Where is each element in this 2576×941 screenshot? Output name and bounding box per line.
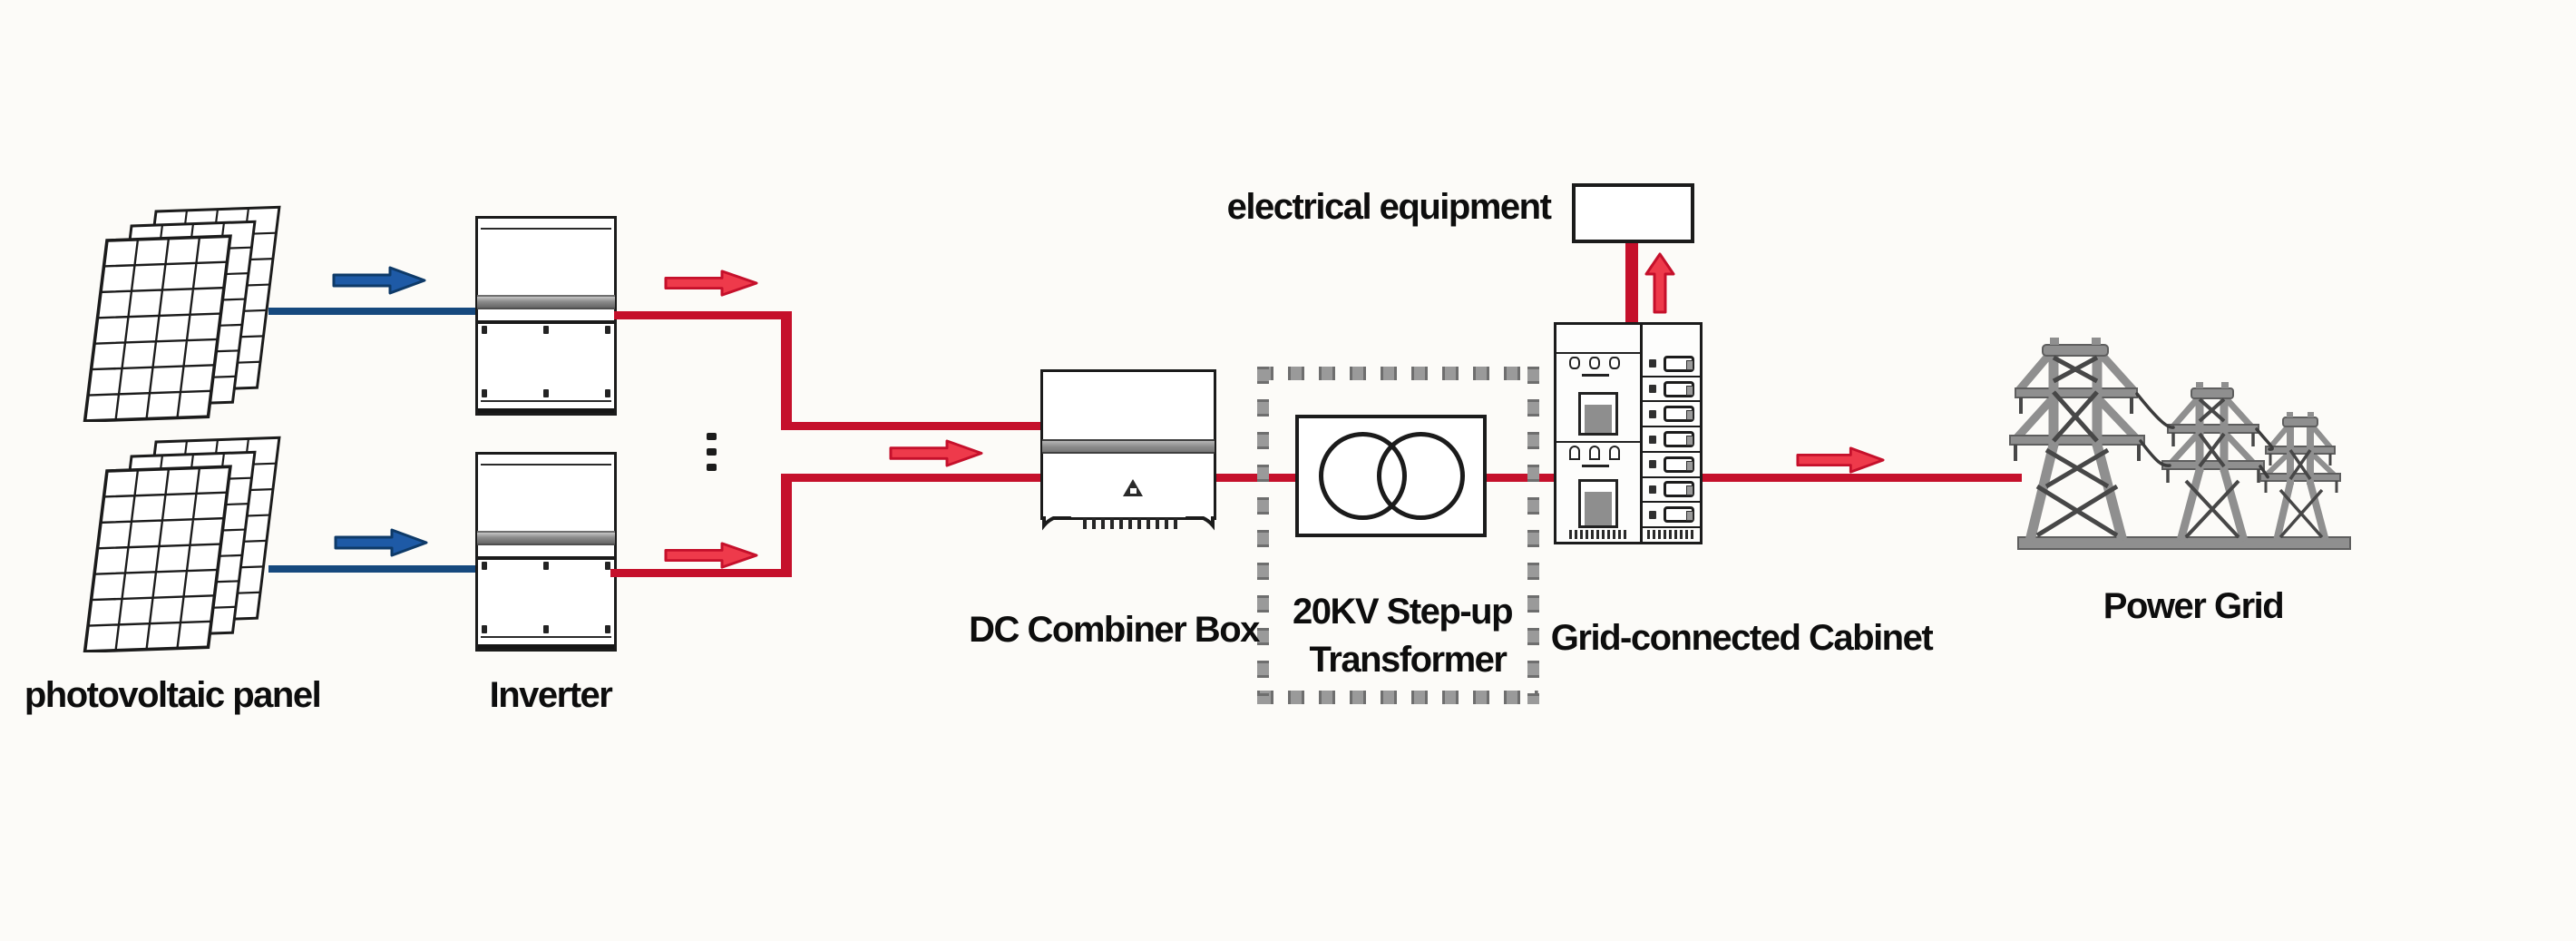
label-transformer-line2: Transformer [1309,640,1508,680]
tower-large [2009,338,2145,543]
ac-wire-red-inv2-h [610,569,786,577]
flow-arrow-red-icon-to-grid [1796,446,1885,474]
cabinet-module-2 [1578,479,1618,528]
combiner-foot-left [1040,516,1075,544]
transformer-enclosure-dash-left [1257,367,1269,704]
inverter-bottom-line [481,636,611,638]
dc-wire-blue-1 [268,308,475,315]
ac-wire-red-inv1-h [614,311,787,319]
grid-wires [2135,392,2274,479]
inverter-base [478,644,614,649]
ac-wire-red-inv2-v [781,474,792,577]
cabinet-breaker-row [1643,352,1700,377]
inverter-vent-band [477,295,615,309]
pv-array-icon-1 [83,205,281,422]
flow-arrow-red-icon-1 [664,270,758,297]
grid-cabinet-icon [1554,322,1703,544]
inverter-top-line [481,464,611,466]
cabinet-breaker-column [1643,352,1700,529]
ac-wire-red-transformer-to-cabinet [1482,474,1556,482]
ac-wire-red-inv1-v [781,311,792,430]
ac-wire-red-inv2-to-combiner [781,474,1044,482]
cabinet-breaker-row [1643,503,1700,529]
combiner-foot-right [1182,516,1216,544]
transformer-enclosure-dash-bottom [1257,691,1538,704]
power-grid-towers-icon [2009,338,2351,550]
label-inverter: Inverter [489,675,613,715]
inverter-bottom-line [481,400,611,402]
label-power-grid: Power Grid [2103,586,2285,626]
label-transformer-line1: 20KV Step-up [1292,592,1514,632]
dc-wire-blue-2 [268,565,475,573]
transformer-enclosure-dash-right [1527,367,1539,704]
combiner-vents [1083,518,1177,529]
inverter-divider [478,320,614,324]
flow-arrow-blue-icon-1 [332,266,426,295]
tower-medium [2161,382,2265,543]
cabinet-divider [1640,325,1643,542]
electrical-equipment-box [1572,183,1694,243]
transformer-icon [1295,415,1487,537]
label-photovoltaic-panel: photovoltaic panel [24,675,322,715]
inverter-vent-band [477,531,615,545]
flow-arrow-blue-icon-2 [334,528,428,557]
pv-array-icon-2 [83,436,281,652]
label-grid-connected-cabinet: Grid-connected Cabinet [1550,618,1934,658]
label-electrical-equipment: electrical equipment [1226,187,1552,227]
inverter-base [478,408,614,413]
inverter-icon-1 [475,216,617,416]
cabinet-breaker-row [1643,453,1700,478]
tower-small [2259,412,2341,543]
cabinet-module-1 [1578,392,1618,436]
cabinet-breaker-row [1643,377,1700,403]
label-dc-combiner-box: DC Combiner Box [969,610,1260,650]
more-inverters-ellipsis-dot [707,448,717,456]
ac-wire-red-combiner-to-transformer [1214,474,1299,482]
ac-wire-red-cabinet-to-grid [1700,474,2022,482]
ac-wire-red-inv1-to-combiner [781,422,1044,430]
dc-combiner-box-icon [1040,369,1216,531]
combiner-vent-band [1042,439,1215,454]
transformer-winding-circle-2 [1377,432,1465,520]
transformer-enclosure-dash-top [1257,367,1538,380]
more-inverters-ellipsis-dot [707,433,717,440]
flow-arrow-red-icon-merged [889,439,983,467]
cabinet-breaker-row [1643,427,1700,453]
cabinet-breaker-row [1643,478,1700,504]
ac-wire-red-cabinet-to-equipment [1625,241,1638,325]
inverter-icon-2 [475,452,617,652]
inverter-divider [478,556,614,560]
flow-arrow-red-icon-up [1644,252,1675,314]
more-inverters-ellipsis-dot [707,464,717,471]
flow-arrow-red-icon-2 [664,542,758,569]
brand-triangle-icon [1123,479,1143,496]
cabinet-breaker-row [1643,402,1700,428]
inverter-top-line [481,228,611,230]
